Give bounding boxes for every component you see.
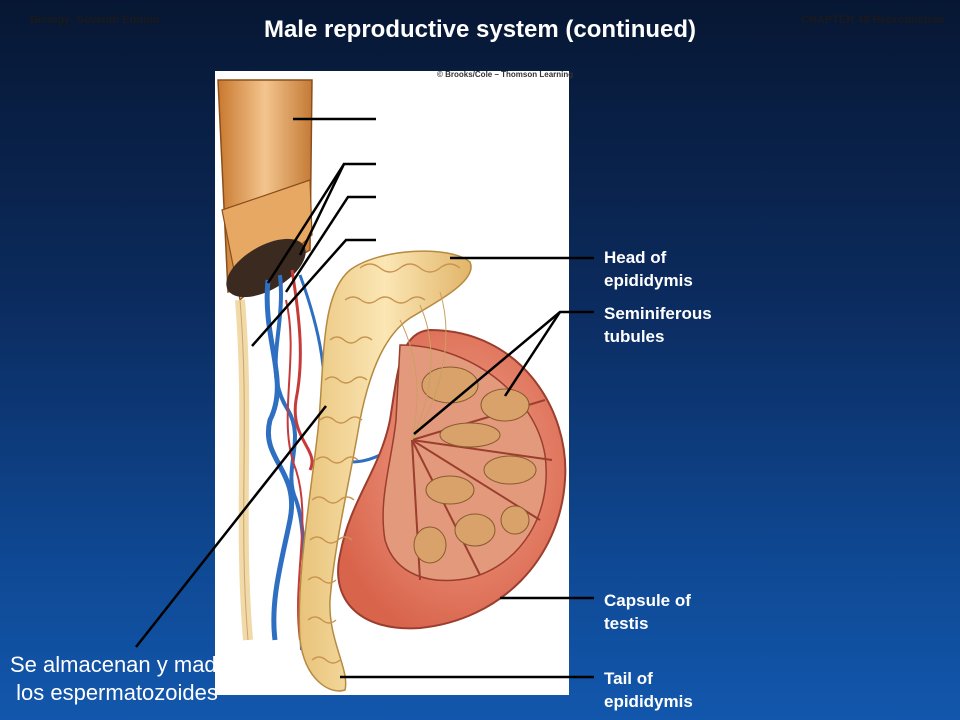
label-seminiferous-line1: Seminiferous bbox=[604, 304, 712, 323]
testis bbox=[337, 328, 567, 630]
annotation-note: Se almacenan y maduran los espermatozoid… bbox=[10, 651, 261, 707]
header-chapter: CHAPTER 48 Reproduction bbox=[800, 14, 944, 26]
label-seminiferous-tubules: Seminiferous tubules bbox=[604, 302, 764, 348]
epididymis bbox=[298, 250, 472, 692]
label-tail-of-epididymis: Tail of epididymis bbox=[604, 667, 764, 713]
leader-line-seminiferous-b bbox=[503, 311, 562, 397]
label-capsule-of-testis: Capsule of testis bbox=[604, 589, 764, 635]
leader-lines bbox=[135, 117, 594, 679]
label-head-line1: Head of bbox=[604, 248, 667, 267]
label-tail-line1: Tail of bbox=[604, 669, 653, 688]
label-capsule-line2: testis bbox=[604, 614, 649, 633]
slide-title: Male reproductive system (continued) bbox=[263, 16, 697, 43]
book-name: Biology bbox=[30, 14, 71, 26]
note-line2: los espermatozoides bbox=[10, 680, 218, 705]
label-tail-line2: epididymis bbox=[604, 692, 693, 711]
label-capsule-line1: Capsule of bbox=[604, 591, 691, 610]
leader-line-note bbox=[135, 405, 327, 648]
label-head-of-epididymis: Head of epididymis bbox=[604, 246, 764, 292]
header-book-title: Biology, Seventh Edition bbox=[30, 14, 160, 26]
note-line1: Se almacenan y maduran bbox=[10, 652, 261, 677]
figure-credit: © Brooks/Cole – Thomson Learning bbox=[437, 70, 574, 79]
spermatic-cord bbox=[217, 79, 313, 641]
book-edition: , Seventh Edition bbox=[70, 14, 160, 26]
label-seminiferous-line2: tubules bbox=[604, 327, 665, 346]
leader-line-cord-4 bbox=[251, 238, 376, 347]
leader-line-cord-2b bbox=[266, 163, 346, 284]
label-head-line2: epididymis bbox=[604, 271, 693, 290]
leader-line-cord-3 bbox=[284, 195, 376, 293]
